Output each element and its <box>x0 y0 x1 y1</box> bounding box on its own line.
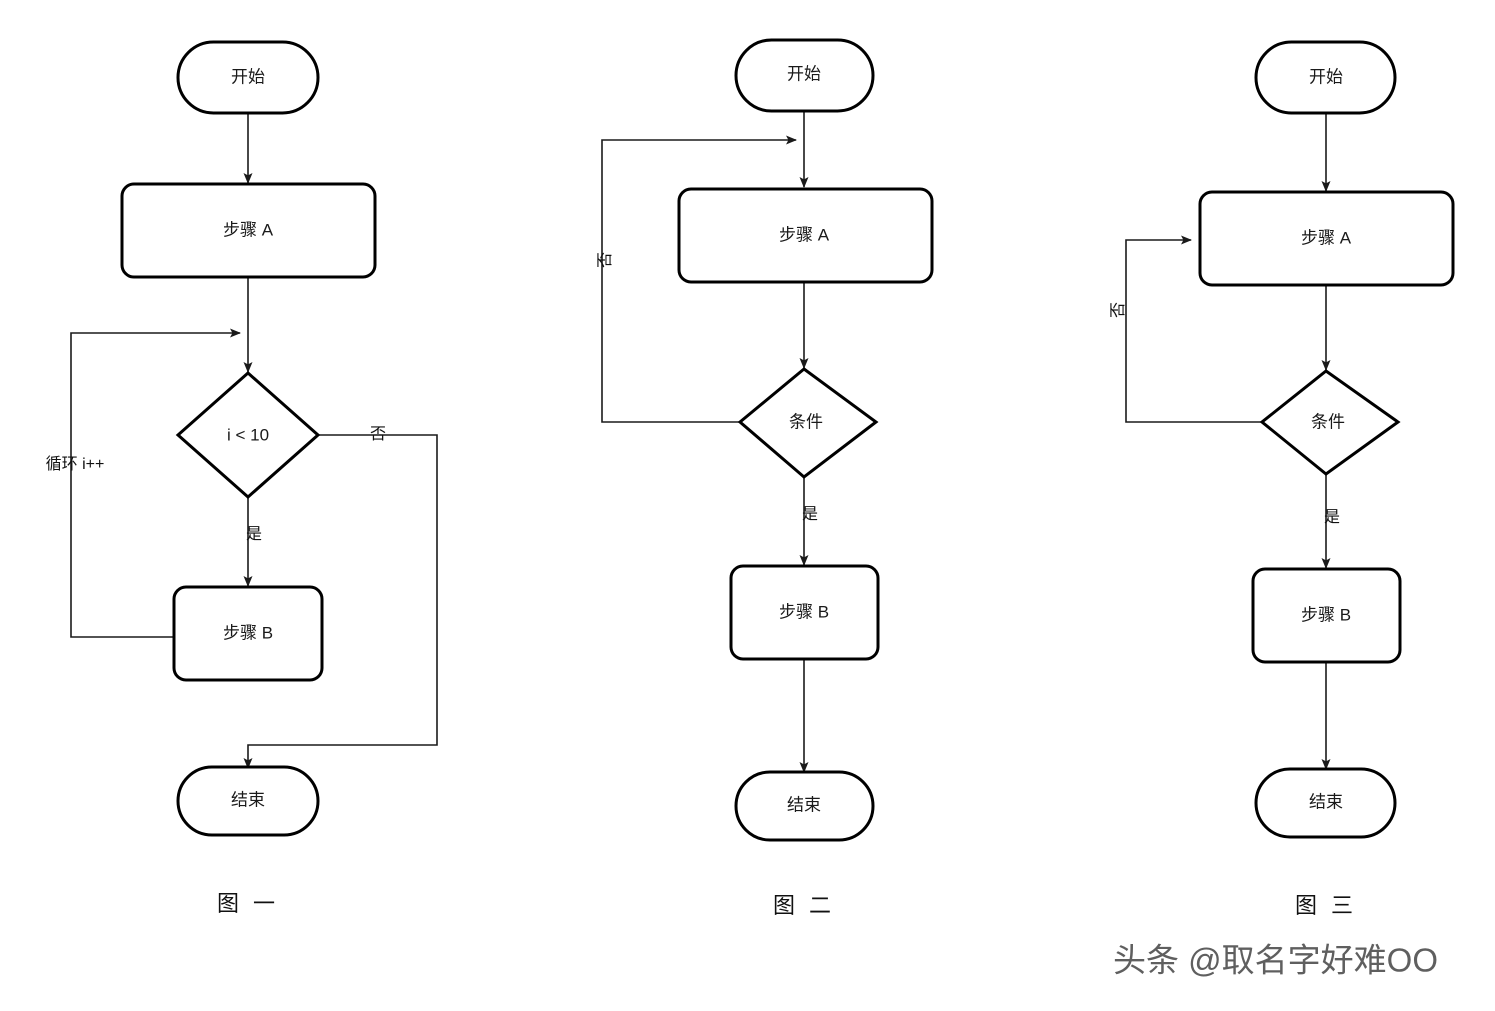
node-end[interactable] <box>734 770 875 842</box>
node-step-a[interactable] <box>677 187 934 284</box>
node-start-label: 开始 <box>1309 67 1343 86</box>
diagram-two-caption: 图 二 <box>773 893 835 918</box>
edge-label-yes: 是 <box>1324 509 1340 526</box>
node-start-label: 开始 <box>787 64 821 83</box>
node-step-a[interactable] <box>120 182 377 279</box>
edge-label-no: 否 <box>370 426 386 443</box>
node-start[interactable] <box>734 38 875 113</box>
watermark: 头条 @取名字好难OO <box>1113 942 1438 979</box>
node-decision-label: 条件 <box>789 412 823 431</box>
node-decision-label: 条件 <box>1311 412 1345 431</box>
edge-label-loop-increment: 循环 i++ <box>46 455 105 473</box>
node-end[interactable] <box>176 765 320 837</box>
edge-decision-no-loop-back <box>601 135 797 423</box>
node-step-b[interactable] <box>1251 567 1402 664</box>
node-step-b-label: 步骤 B <box>779 602 829 621</box>
node-step-b-label: 步骤 B <box>1301 605 1351 624</box>
node-step-b[interactable] <box>729 564 880 661</box>
node-end-label: 结束 <box>787 795 821 814</box>
node-decision-label: i < 10 <box>227 425 269 444</box>
node-start[interactable] <box>176 40 320 115</box>
node-step-a[interactable] <box>1198 190 1455 287</box>
node-end[interactable] <box>1254 767 1397 839</box>
diagram-three-caption: 图 三 <box>1295 893 1357 918</box>
node-decision[interactable] <box>175 370 321 500</box>
node-step-a-label: 步骤 A <box>779 225 830 244</box>
diagram-one-caption: 图 一 <box>217 891 279 916</box>
diagram-three: 开始 步骤 A 条件 步骤 B 结束 是 否 图 三 <box>1110 40 1455 918</box>
node-start-label: 开始 <box>231 67 265 86</box>
edge-label-yes: 是 <box>246 526 262 543</box>
node-decision[interactable] <box>1259 369 1401 476</box>
edge-decision-no-to-end <box>243 434 438 769</box>
node-start[interactable] <box>1254 40 1397 115</box>
node-step-a-label: 步骤 A <box>1301 228 1352 247</box>
node-end-label: 结束 <box>1309 792 1343 811</box>
node-step-b-label: 步骤 B <box>223 623 273 642</box>
node-decision[interactable] <box>737 367 879 479</box>
edge-decision-no-loop-back <box>1125 235 1262 423</box>
edge-label-no: 否 <box>597 252 614 268</box>
node-step-b[interactable] <box>172 585 324 682</box>
edge-label-no: 否 <box>1110 302 1127 318</box>
edge-label-yes: 是 <box>802 506 818 523</box>
diagram-one: 开始 步骤 A i < 10 步骤 B 结束 是 否 循环 i++ 图 一 <box>46 40 438 916</box>
node-end-label: 结束 <box>231 790 265 809</box>
edge-step-b-loop-back <box>70 328 241 638</box>
node-step-a-label: 步骤 A <box>223 220 274 239</box>
diagram-two: 开始 步骤 A 条件 步骤 B 结束 是 否 图 二 <box>597 38 934 918</box>
